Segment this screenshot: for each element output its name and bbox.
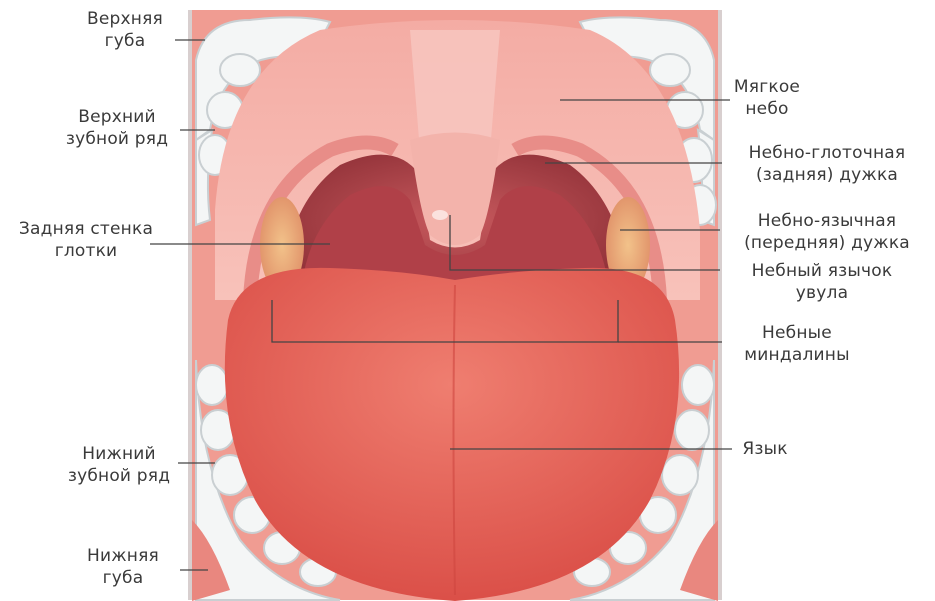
label-palatoglossal-arch: Небно-язычная (передняя) дужка bbox=[722, 210, 932, 254]
image-border-left bbox=[188, 10, 192, 600]
label-upper-teeth: Верхний зубной ряд bbox=[52, 106, 182, 150]
label-tongue: Язык bbox=[735, 438, 795, 460]
label-lower-teeth: Нижний зубной ряд bbox=[54, 443, 184, 487]
label-pharynx-wall: Задняя стенка глотки bbox=[0, 218, 172, 262]
label-soft-palate: Мягкое небо bbox=[722, 76, 812, 120]
label-palatopharyngeal-arch: Небно-глоточная (задняя) дужка bbox=[722, 142, 932, 186]
label-upper-lip: Верхняя губа bbox=[70, 8, 180, 52]
label-lower-lip: Нижняя губа bbox=[68, 545, 178, 589]
uvula-tip-highlight bbox=[432, 210, 448, 220]
label-tonsils: Небные миндалины bbox=[722, 322, 872, 366]
label-uvula: Небный язычок увула bbox=[722, 260, 922, 304]
